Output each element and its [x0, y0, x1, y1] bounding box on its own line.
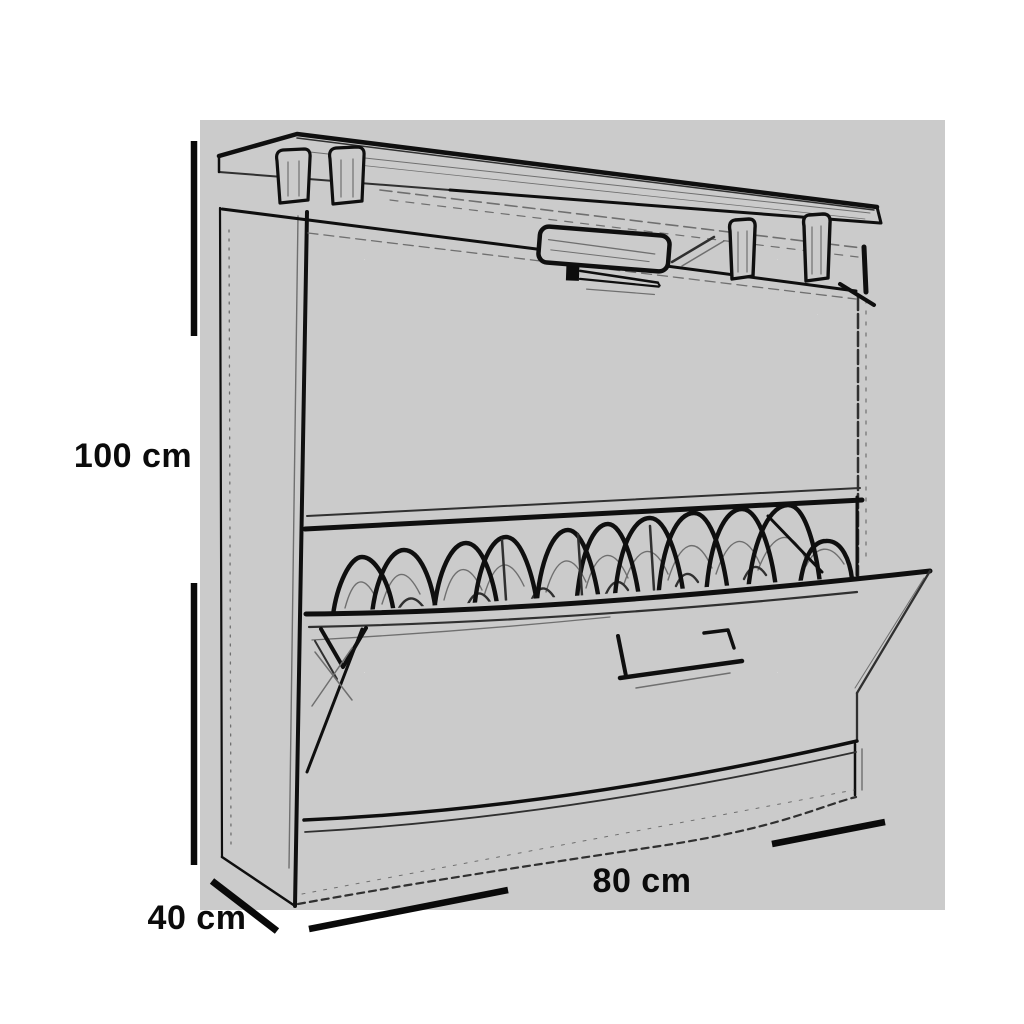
- width-label: 80 cm: [593, 862, 692, 900]
- width-dimension-line: [771, 818, 886, 848]
- paper-texture: [200, 120, 945, 910]
- width-dimension: 80 cm: [308, 818, 886, 933]
- height-dimension: 100 cm: [74, 141, 198, 865]
- width-dimension-line: [308, 886, 509, 933]
- depth-dimension-line: [209, 878, 280, 934]
- height-label: 100 cm: [74, 437, 192, 475]
- depth-dimension: 40 cm: [148, 878, 280, 937]
- depth-label: 40 cm: [148, 899, 247, 937]
